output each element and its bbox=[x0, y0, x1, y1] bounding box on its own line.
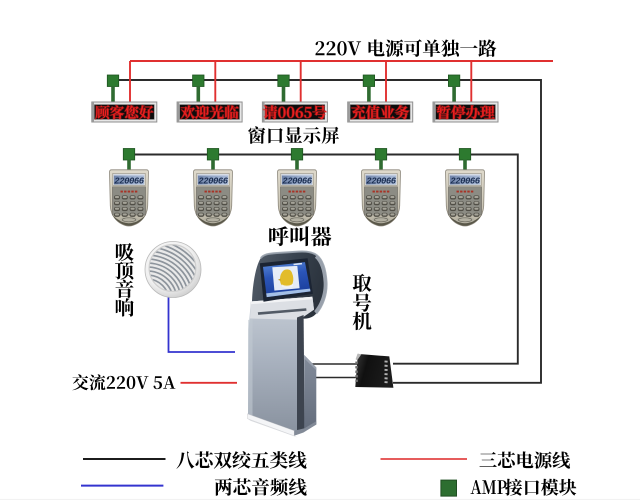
svg-text:220066: 220066 bbox=[198, 176, 229, 186]
svg-text:220066: 220066 bbox=[366, 176, 397, 186]
svg-text:220066: 220066 bbox=[282, 176, 313, 186]
svg-text:220066: 220066 bbox=[450, 176, 481, 186]
svg-text:220066: 220066 bbox=[114, 176, 145, 186]
